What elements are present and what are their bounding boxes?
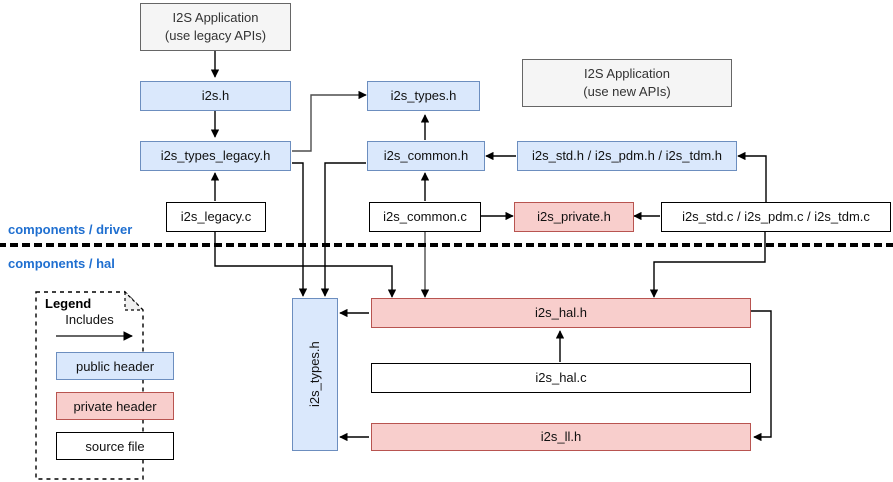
legend-swatch-source-file: source file <box>56 432 174 460</box>
node-label-line2: (use legacy APIs) <box>164 28 267 43</box>
node-i2s-application-new[interactable]: I2S Application (use new APIs) <box>522 59 732 107</box>
legend-title: Legend <box>45 296 92 311</box>
node-i2s-common-h[interactable]: i2s_common.h <box>367 141 485 171</box>
node-i2s-h[interactable]: i2s.h <box>140 81 291 111</box>
node-i2s-legacy-c[interactable]: i2s_legacy.c <box>166 202 266 232</box>
legend-swatch-private-header: private header <box>56 392 174 420</box>
edge-typeslegacy-to-typesvert <box>292 162 308 297</box>
node-label: i2s_std.h / i2s_pdm.h / i2s_tdm.h <box>531 147 723 163</box>
node-label-line1: I2S Application <box>583 66 670 82</box>
legend-swatch-label: private header <box>73 398 157 414</box>
node-label: i2s_types.h <box>390 87 457 103</box>
edge-commonh-to-typesvert <box>320 162 366 297</box>
node-i2s-std-pdm-tdm-h[interactable]: i2s_std.h / i2s_pdm.h / i2s_tdm.h <box>517 141 737 171</box>
edge-legacyc-to-halh <box>214 232 397 298</box>
edge-stdc-to-halh <box>649 232 766 298</box>
node-label: i2s.h <box>201 87 230 103</box>
node-label: i2s_common.h <box>383 147 469 163</box>
node-label: i2s_types_legacy.h <box>160 147 271 163</box>
node-i2s-hal-c[interactable]: i2s_hal.c <box>371 363 751 393</box>
edge-halh-to-llh <box>751 310 772 442</box>
node-i2s-private-h[interactable]: i2s_private.h <box>514 202 634 232</box>
legend-swatch-label: source file <box>85 438 145 454</box>
node-i2s-application-legacy[interactable]: I2S Application (use legacy APIs) <box>140 3 291 51</box>
legend-swatch-public-header: public header <box>56 352 174 380</box>
node-i2s-types-h-vertical[interactable]: i2s_types.h <box>292 298 338 451</box>
edge-stdc-to-stdh <box>737 151 767 202</box>
node-i2s-common-c[interactable]: i2s_common.c <box>369 202 481 232</box>
node-label: i2s_private.h <box>537 208 611 224</box>
node-label: i2s_common.c <box>383 208 467 224</box>
zone-label-hal: components / hal <box>8 256 115 271</box>
node-label: i2s_hal.c <box>535 369 587 385</box>
node-label: i2s_ll.h <box>540 428 582 444</box>
node-i2s-ll-h[interactable]: i2s_ll.h <box>371 423 751 451</box>
node-label: i2s_std.c / i2s_pdm.c / i2s_tdm.c <box>682 208 870 224</box>
node-label: i2s_legacy.c <box>180 208 252 224</box>
node-label: i2s_types.h <box>306 341 322 408</box>
node-i2s-types-legacy-h[interactable]: i2s_types_legacy.h <box>140 141 291 171</box>
node-label: i2s_hal.h <box>534 304 588 320</box>
edge-typeslegacy-to-types <box>292 90 367 152</box>
node-i2s-hal-h[interactable]: i2s_hal.h <box>371 298 751 328</box>
legend-includes-label: Includes <box>65 312 114 327</box>
node-i2s-std-pdm-tdm-c[interactable]: i2s_std.c / i2s_pdm.c / i2s_tdm.c <box>661 202 891 232</box>
node-label-line1: I2S Application <box>172 10 259 26</box>
node-label-line2: (use new APIs) <box>583 84 671 99</box>
node-i2s-types-h-top[interactable]: i2s_types.h <box>367 81 480 111</box>
legend-swatch-label: public header <box>75 358 155 374</box>
zone-label-driver: components / driver <box>8 222 133 237</box>
